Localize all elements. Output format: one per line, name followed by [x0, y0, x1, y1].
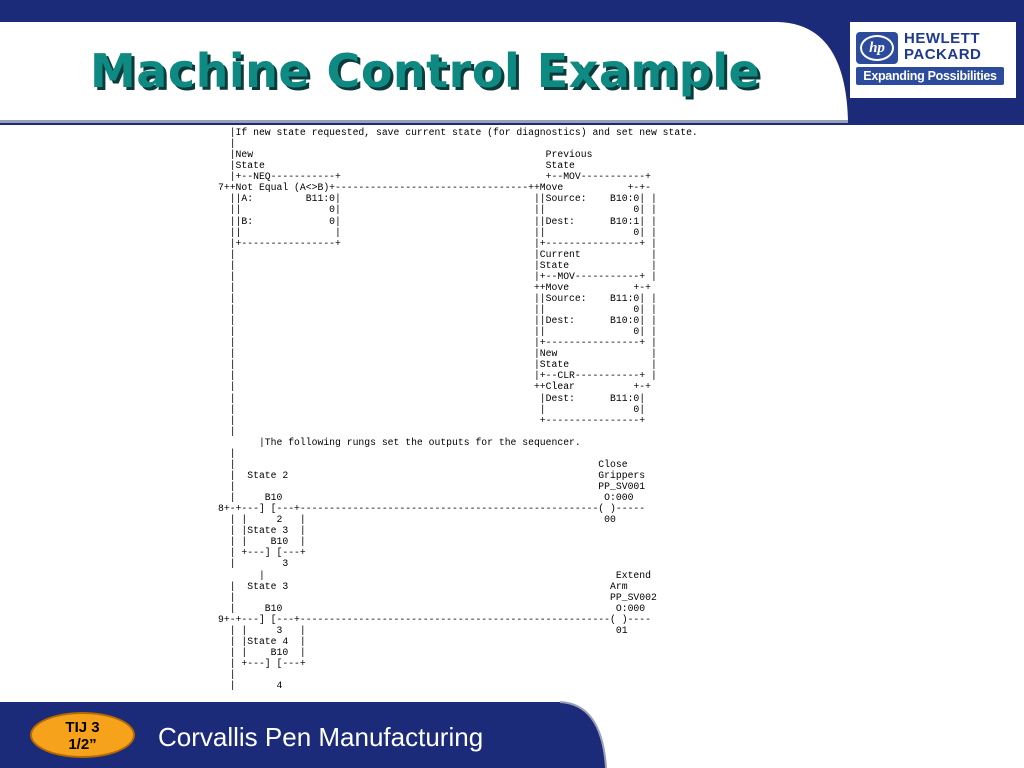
- ladder-line: |: [218, 447, 236, 459]
- ladder-line: | |+----------------+ |: [218, 337, 657, 349]
- ladder-line: 7++Not Equal (A<>B)+--------------------…: [218, 182, 651, 194]
- ladder-line: ||A: B11:0| ||Source: B10:0| |: [218, 193, 657, 205]
- ladder-line: | |State |: [218, 259, 657, 271]
- ladder-line: | |State 3 |: [218, 525, 306, 537]
- ladder-line: | State 2 Grippers: [218, 469, 646, 481]
- ladder-line: | |State |: [218, 359, 657, 371]
- ladder-line: |: [218, 138, 236, 150]
- hp-logo: hp HEWLETT PACKARD Expanding Possibiliti…: [856, 31, 1006, 86]
- ladder-line: |The following rungs set the outputs for…: [218, 436, 581, 448]
- ladder-line: |If new state requested, save current st…: [218, 127, 698, 138]
- ladder-line: | |+--MOV-----------+ |: [218, 270, 657, 282]
- ladder-line: 9+-+---] [---+--------------------------…: [218, 613, 651, 625]
- hp-logo-name: HEWLETT PACKARD: [904, 31, 981, 63]
- ladder-line: | |+--CLR-----------+ |: [218, 370, 657, 382]
- hp-logo-monogram: hp: [860, 35, 894, 61]
- ladder-line: | ++Move +-+: [218, 281, 651, 293]
- ladder-line: | 4: [218, 680, 283, 692]
- ladder-line: | || 0| |: [218, 304, 657, 315]
- ladder-line: | | 3 | 01: [218, 624, 628, 636]
- hp-logo-line1: HEWLETT: [904, 30, 980, 47]
- ladder-line: ||B: 0| ||Dest: B10:1| |: [218, 215, 657, 227]
- ladder-line: || 0| || 0| |: [218, 204, 657, 216]
- ladder-line: | B10 O:000: [218, 492, 634, 504]
- ladder-line: | | 0|: [218, 403, 646, 415]
- ladder-line: | | B10 |: [218, 536, 306, 548]
- ladder-line: | ||Source: B11:0| |: [218, 292, 657, 304]
- badge-line1: TIJ 3: [65, 719, 100, 736]
- ladder-line: | 3: [218, 558, 289, 570]
- footer-background: [0, 698, 1024, 768]
- ladder-line: | | B10 |: [218, 646, 306, 658]
- header-band: Machine Control Example hp HEWLETT PACKA…: [0, 0, 1024, 125]
- ladder-line: | ||Dest: B10:0| |: [218, 315, 657, 327]
- ladder-logic-listing: |If new state requested, save current st…: [218, 127, 698, 691]
- ladder-line: | || 0| |: [218, 326, 657, 338]
- footer-band: [0, 698, 1024, 768]
- ladder-line: | |State 4 |: [218, 635, 306, 647]
- ladder-line: | |Current |: [218, 248, 657, 260]
- ladder-line: || | || 0| |: [218, 226, 657, 238]
- ladder-line: |: [218, 425, 236, 437]
- ladder-line: |+----------------+ |+----------------+ …: [218, 237, 657, 249]
- ladder-line: |: [218, 669, 236, 681]
- ladder-line: | | 2 | 00: [218, 514, 616, 526]
- ladder-line: | B10 O:000: [218, 602, 646, 614]
- ladder-line: | +---] [---+: [218, 658, 306, 669]
- ladder-line: | State 3 Arm: [218, 580, 628, 592]
- ladder-line: | Extend: [218, 569, 651, 581]
- ladder-line: |+--NEQ-----------+ +--MOV-----------+: [218, 171, 651, 183]
- ladder-line: | |New |: [218, 348, 657, 360]
- hp-logo-tagline: Expanding Possibilities: [856, 67, 1004, 85]
- ladder-line: | Close: [218, 458, 628, 470]
- hp-logo-line2: PACKARD: [904, 46, 982, 63]
- badge-line2: 1/2”: [68, 736, 97, 753]
- slide-title: Machine Control Example: [90, 44, 761, 98]
- ladder-line: |State State: [218, 160, 575, 172]
- section-badge: TIJ 3 1/2”: [30, 712, 135, 758]
- ladder-line: | ++Clear +-+: [218, 381, 651, 393]
- ladder-line: | +----------------+: [218, 414, 646, 426]
- ladder-line: | PP_SV001: [218, 481, 646, 492]
- ladder-line: | +---] [---+: [218, 547, 306, 559]
- ladder-line: |New Previous: [218, 149, 593, 161]
- footer-company-name: Corvallis Pen Manufacturing: [158, 722, 484, 752]
- ladder-line: | |Dest: B11:0|: [218, 392, 646, 404]
- ladder-line: | PP_SV002: [218, 591, 657, 603]
- hp-logo-mark: hp: [856, 32, 898, 64]
- ladder-line: 8+-+---] [---+--------------------------…: [218, 503, 646, 515]
